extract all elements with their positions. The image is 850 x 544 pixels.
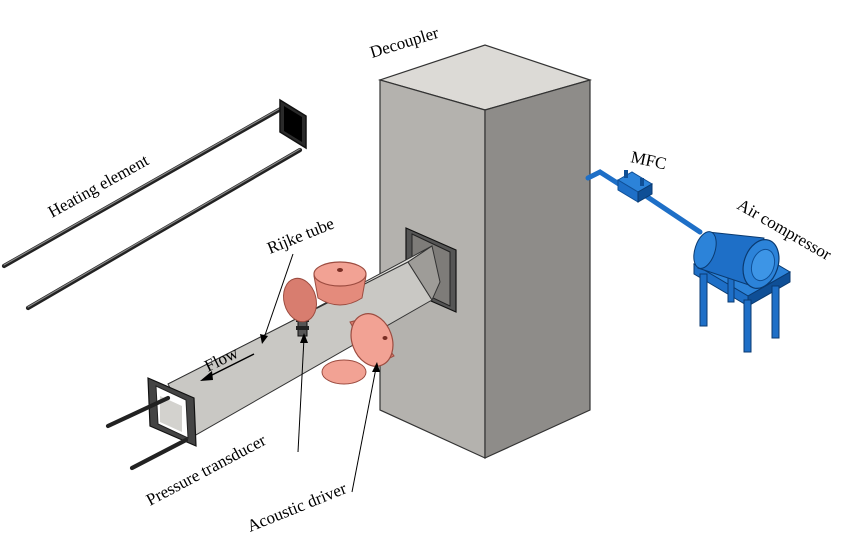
label-acoustic-driver: Acoustic driver bbox=[244, 479, 349, 536]
label-mfc: MFC bbox=[629, 147, 668, 173]
acoustic-driver-top bbox=[314, 262, 366, 305]
label-rijke-tube: Rijke tube bbox=[264, 214, 336, 258]
decoupler-side-face bbox=[485, 80, 590, 458]
acoustic-driver-bottom bbox=[322, 360, 366, 384]
leader-acoustic-driver bbox=[352, 368, 376, 492]
air-compressor bbox=[690, 229, 790, 352]
mfc-device bbox=[618, 170, 652, 202]
label-pressure-transducer: Pressure transducer bbox=[143, 430, 269, 509]
label-decoupler: Decoupler bbox=[368, 23, 442, 62]
